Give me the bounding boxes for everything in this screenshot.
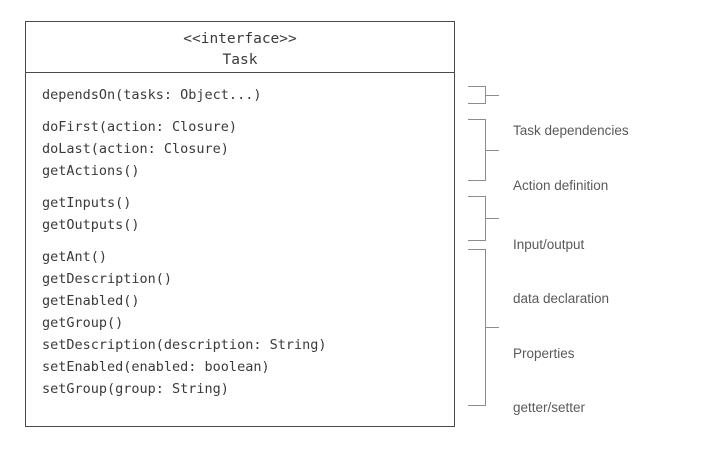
annotation-line: Properties (513, 346, 575, 361)
member-group-dependencies: dependsOn(tasks: Object...) (42, 84, 454, 106)
annotation-label-dependencies: Task dependencies (513, 86, 629, 176)
uml-class-box: <<interface>> Task dependsOn(tasks: Obje… (25, 21, 455, 427)
bracket-dependencies (468, 86, 486, 104)
annotation-line: getter/setter (513, 400, 586, 415)
member-setEnabled: setEnabled(enabled: boolean) (42, 359, 270, 375)
bracket-properties (468, 249, 486, 406)
member-getDescription: getDescription() (42, 271, 173, 287)
annotation-line: Task dependencies (513, 123, 629, 138)
member-doFirst: doFirst(action: Closure) (42, 119, 238, 135)
annotation-label-io: Input/output data declaration (513, 200, 609, 344)
member-group-io: getInputs() getOutputs() (42, 192, 454, 236)
member-setDescription: setDescription(description: String) (42, 337, 327, 353)
member-doLast: doLast(action: Closure) (42, 141, 229, 157)
annotation-label-actions: Action definition (513, 141, 608, 231)
annotation-actions: Action definition (468, 119, 698, 193)
member-setGroup: setGroup(group: String) (42, 381, 229, 397)
member-getAnt: getAnt() (42, 249, 108, 265)
annotation-line: Action definition (513, 178, 609, 193)
bracket-tick-actions (486, 150, 499, 151)
class-members-compartment: dependsOn(tasks: Object...) doFirst(acti… (26, 73, 454, 400)
class-name: Task (222, 52, 258, 68)
annotation-line: Input/output (513, 237, 585, 252)
member-group-actions: doFirst(action: Closure) doLast(action: … (42, 116, 454, 182)
annotation-properties: Properties getter/setter (468, 249, 698, 415)
annotation-label-properties: Properties getter/setter (513, 309, 585, 450)
class-stereotype: <<interface>> (183, 31, 297, 47)
member-getEnabled: getEnabled() (42, 293, 140, 309)
member-getOutputs: getOutputs() (42, 217, 140, 233)
member-group-properties: getAnt() getDescription() getEnabled() g… (42, 246, 454, 400)
bracket-tick-io (486, 218, 499, 219)
annotation-line: data declaration (513, 291, 610, 306)
annotation-io: Input/output data declaration (468, 196, 698, 306)
member-dependsOn: dependsOn(tasks: Object...) (42, 87, 262, 103)
bracket-tick-dependencies (486, 95, 499, 96)
member-getGroup: getGroup() (42, 315, 124, 331)
bracket-io (468, 196, 486, 241)
member-getInputs: getInputs() (42, 195, 132, 211)
bracket-tick-properties (486, 327, 499, 328)
member-getActions: getActions() (42, 163, 140, 179)
annotation-dependencies: Task dependencies (468, 86, 698, 138)
class-header: <<interface>> Task (26, 22, 454, 73)
bracket-actions (468, 119, 486, 181)
